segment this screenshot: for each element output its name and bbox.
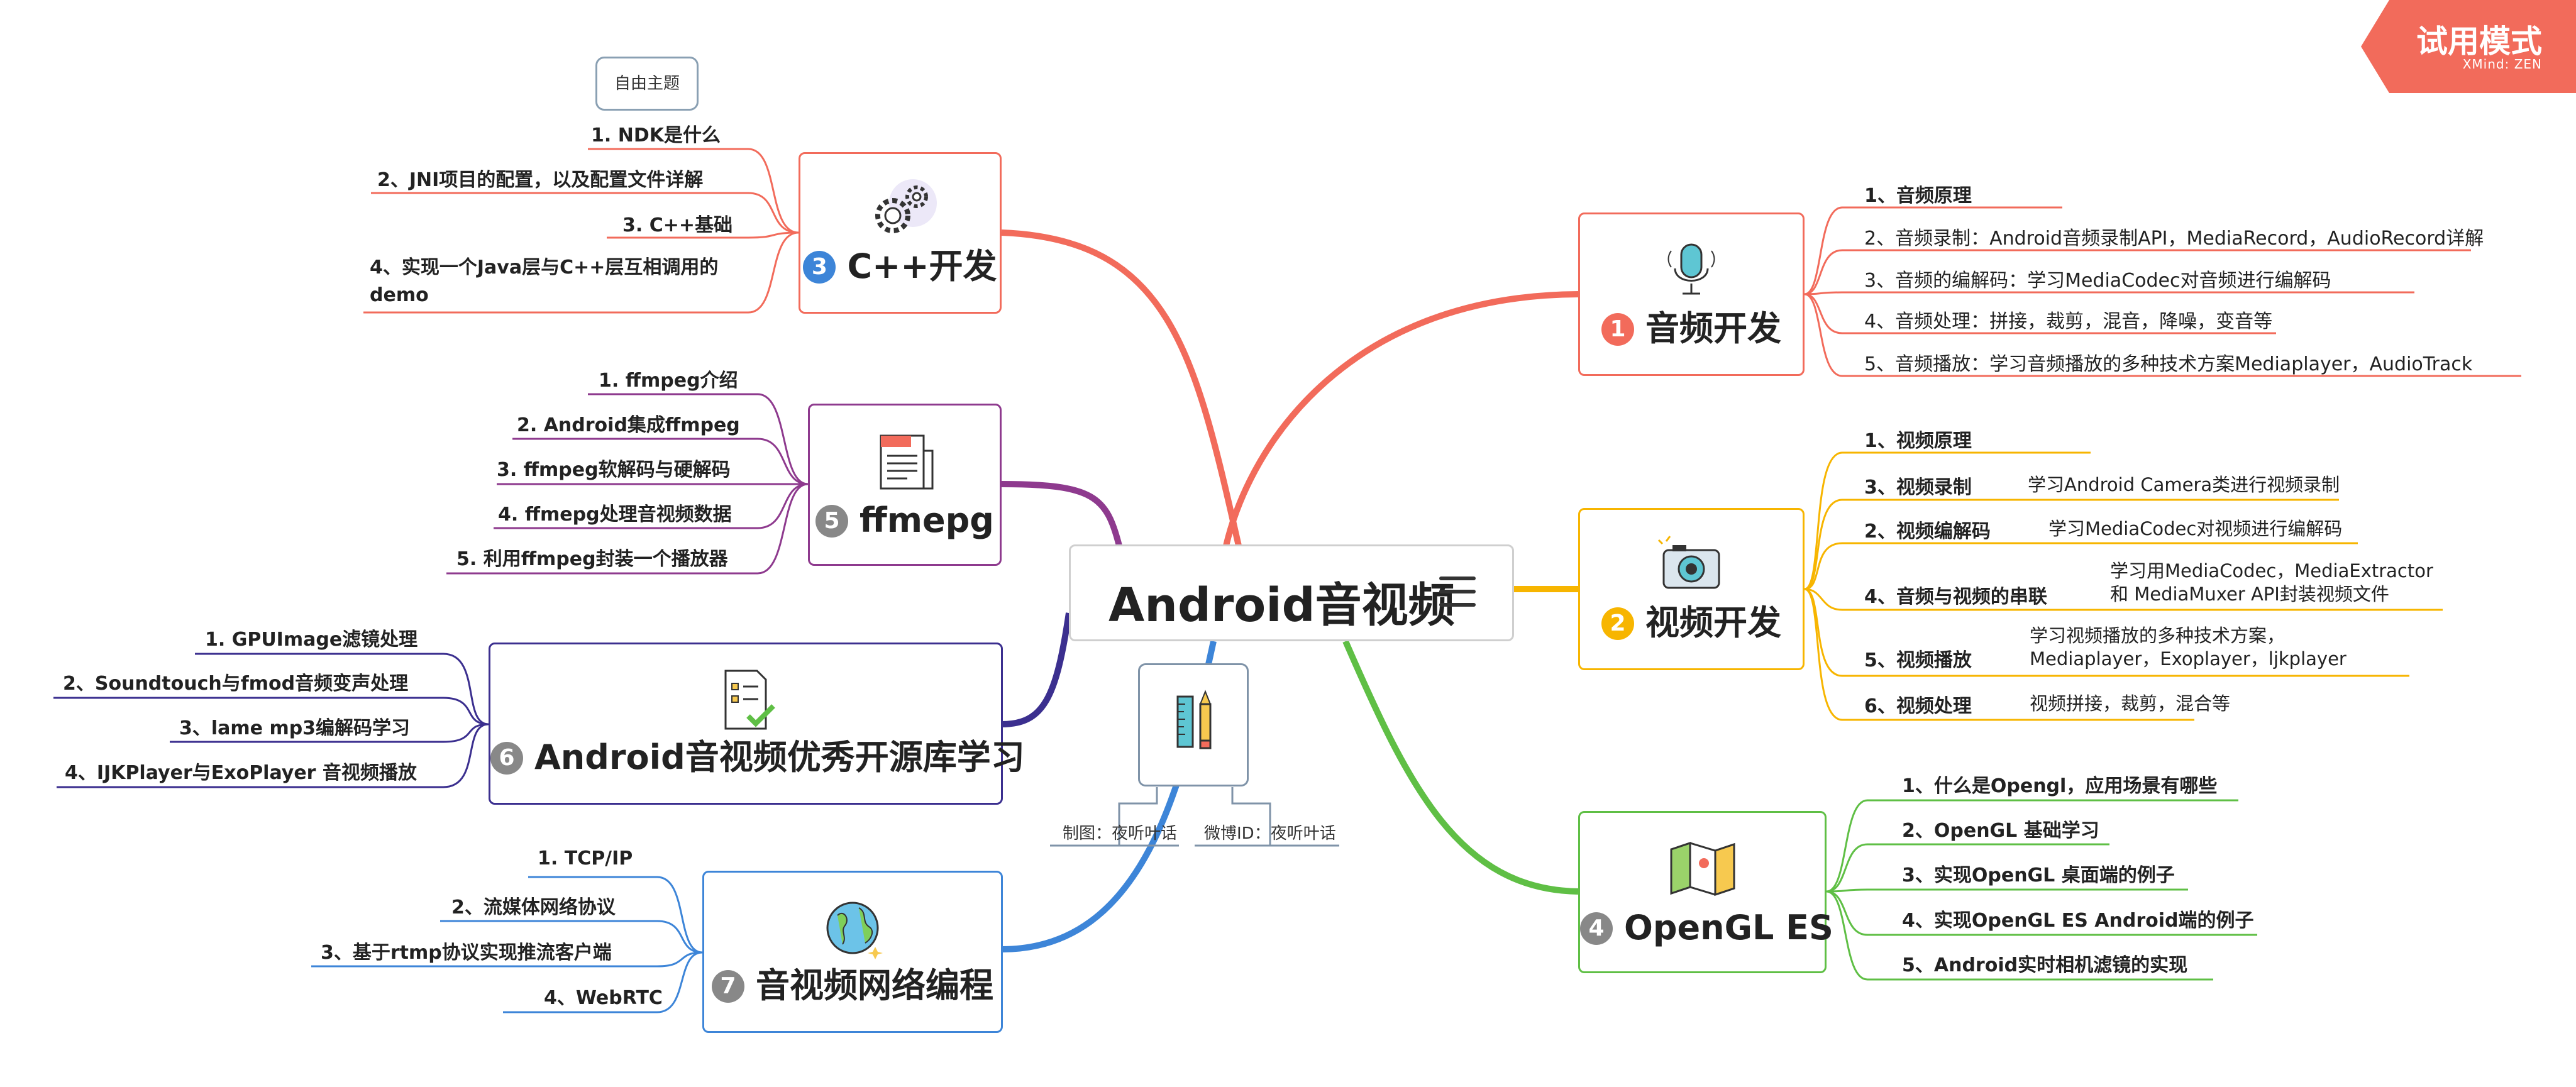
topic-title: 视频开发 <box>1645 603 1781 643</box>
topic-title: OpenGL ES <box>1624 908 1833 947</box>
network-item-4[interactable]: 4、WebRTC <box>544 987 663 1009</box>
opensource-item-1[interactable]: 1. GPUImage滤镜处理 <box>205 629 418 651</box>
topic-number: 7 <box>712 970 744 1003</box>
topic-title: 音频开发 <box>1645 309 1781 348</box>
network-item-1[interactable]: 1. TCP/IP <box>538 847 633 869</box>
newspaper-icon <box>880 434 934 490</box>
cpp-item-2[interactable]: 2、JNI项目的配置，以及配置文件详解 <box>377 169 704 191</box>
audio-item-5[interactable]: 5、音频播放：学习音频播放的多种技术方案Mediaplayer，AudioTra… <box>1864 353 2473 375</box>
trial-title: 试用模式 <box>2416 23 2542 60</box>
opensource-item-4[interactable]: 4、IJKPlayer与ExoPlayer 音视频播放 <box>65 762 417 784</box>
topic-number: 2 <box>1601 607 1634 640</box>
topic-ffmpeg-label: 5 ffmepg <box>810 500 1000 540</box>
topic-ffmpeg[interactable]: 5 ffmepg <box>808 404 1002 566</box>
topic-number: 1 <box>1601 313 1634 346</box>
note-weibo: 微博ID：夜听叶话 <box>1204 824 1336 843</box>
topic-audio-label: 1 音频开发 <box>1580 301 1803 350</box>
network-item-2[interactable]: 2、流媒体网络协议 <box>451 897 616 919</box>
gears-icon <box>875 179 937 233</box>
video-item-4[interactable]: 4、音频与视频的串联 <box>1864 586 2047 608</box>
topic-number: 6 <box>490 742 523 775</box>
topic-opensource[interactable]: 6 Android音视频优秀开源库学习 <box>489 643 1025 805</box>
opensource-item-2[interactable]: 2、Soundtouch与fmod音频变声处理 <box>63 673 409 695</box>
topic-network[interactable]: 7 音视频网络编程 <box>702 871 1003 1033</box>
ffmpeg-item-2[interactable]: 2. Android集成ffmpeg <box>517 414 740 436</box>
topic-opensource-label: 6 Android音视频优秀开源库学习 <box>490 729 1025 779</box>
topic-video[interactable]: 2 视频开发 <box>1578 508 1805 670</box>
topic-video-label: 2 视频开发 <box>1580 595 1803 644</box>
topic-number: 4 <box>1580 912 1613 945</box>
cpp-item-1[interactable]: 1. NDK是什么 <box>591 124 721 146</box>
topic-cpp-label: 3 C++开发 <box>800 238 1000 288</box>
note-made-by: 制图：夜听叶话 <box>1063 824 1178 843</box>
ruler-pencil-icon <box>1176 690 1212 749</box>
topic-opengl-label: 4 OpenGL ES <box>1580 908 1833 947</box>
cpp-item-4[interactable]: 4、实现一个Java层与C++层互相调用的 demo <box>370 257 719 306</box>
topic-title: ffmepg <box>860 500 994 540</box>
ffmpeg-item-5[interactable]: 5. 利用ffmpeg封装一个播放器 <box>456 548 728 570</box>
trial-subtitle: XMind: ZEN <box>2462 57 2542 72</box>
video-item-2-desc: 学习Android Camera类进行视频录制 <box>2028 474 2340 495</box>
cpp-item-3[interactable]: 3. C++基础 <box>622 214 733 236</box>
audio-item-3[interactable]: 3、音频的编解码：学习MediaCodec对音频进行编解码 <box>1864 270 2331 292</box>
video-item-6-desc: 视频拼接，裁剪，混合等 <box>2030 693 2231 714</box>
audio-item-4[interactable]: 4、音频处理：拼接，裁剪，混音，降噪，变音等 <box>1864 311 2273 333</box>
topic-title: 音视频网络编程 <box>756 966 993 1005</box>
topic-network-label: 7 音视频网络编程 <box>704 957 1001 1007</box>
topic-opengl[interactable]: 4 OpenGL ES <box>1578 811 1833 973</box>
free-topic[interactable]: 自由主题 <box>595 57 699 111</box>
video-item-5[interactable]: 5、视频播放 <box>1864 649 1972 671</box>
video-item-2[interactable]: 3、视频录制 <box>1864 477 1972 499</box>
topic-audio[interactable]: 1 音频开发 <box>1578 212 1805 376</box>
opensource-item-3[interactable]: 3、lame mp3编解码学习 <box>179 717 411 739</box>
ffmpeg-item-4[interactable]: 4. ffmepg处理音视频数据 <box>498 504 732 526</box>
camera-icon <box>1657 536 1720 589</box>
audio-item-1[interactable]: 1、音频原理 <box>1864 185 1972 207</box>
opengl-item-3[interactable]: 3、实现OpenGL 桌面端的例子 <box>1902 864 2175 886</box>
checklist-icon <box>724 670 775 730</box>
video-item-4-desc: 学习用MediaCodec，MediaExtractor 和 MediaMuxe… <box>2110 560 2433 605</box>
video-item-6[interactable]: 6、视频处理 <box>1864 695 1972 717</box>
video-item-1[interactable]: 1、视频原理 <box>1864 430 1972 452</box>
topic-title: C++开发 <box>847 246 997 286</box>
opengl-item-4[interactable]: 4、实现OpenGL ES Android端的例子 <box>1902 910 2254 932</box>
video-item-5-desc: 学习视频播放的多种技术方案，Mediaplayer，Exoplayer，ljkp… <box>2030 625 2347 670</box>
video-item-3[interactable]: 2、视频编解码 <box>1864 521 1991 543</box>
map-icon <box>1670 841 1735 897</box>
opengl-item-1[interactable]: 1、什么是Opengl，应用场景有哪些 <box>1902 775 2218 797</box>
globe-icon <box>826 902 883 959</box>
ffmpeg-item-1[interactable]: 1. ffmpeg介绍 <box>599 370 738 392</box>
topic-title: Android音视频优秀开源库学习 <box>534 737 1025 777</box>
trial-mode-badge[interactable]: 试用模式 XMind: ZEN <box>2361 0 2576 93</box>
video-item-3-desc: 学习MediaCodec对视频进行编解码 <box>2048 518 2343 539</box>
audio-item-2[interactable]: 2、音频录制：Android音频录制API，MediaRecord，AudioR… <box>1864 228 2484 250</box>
badge-shape <box>2361 0 2576 93</box>
opengl-item-5[interactable]: 5、Android实时相机滤镜的实现 <box>1902 954 2188 976</box>
topic-number: 3 <box>803 251 836 284</box>
ffmpeg-item-3[interactable]: 3. ffmpeg软解码与硬解码 <box>497 459 731 481</box>
microphone-icon <box>1667 243 1715 295</box>
notes-icon[interactable] <box>1439 577 1476 616</box>
root-title: Android音视频 <box>1108 578 1455 632</box>
opengl-item-2[interactable]: 2、OpenGL 基础学习 <box>1902 820 2099 842</box>
root-topic[interactable]: Android音视频 <box>1069 544 1514 641</box>
topic-cpp[interactable]: 3 C++开发 <box>799 152 1002 314</box>
network-item-3[interactable]: 3、基于rtmp协议实现推流客户端 <box>321 942 612 964</box>
topic-number: 5 <box>815 505 849 538</box>
tools-topic[interactable] <box>1138 663 1249 786</box>
